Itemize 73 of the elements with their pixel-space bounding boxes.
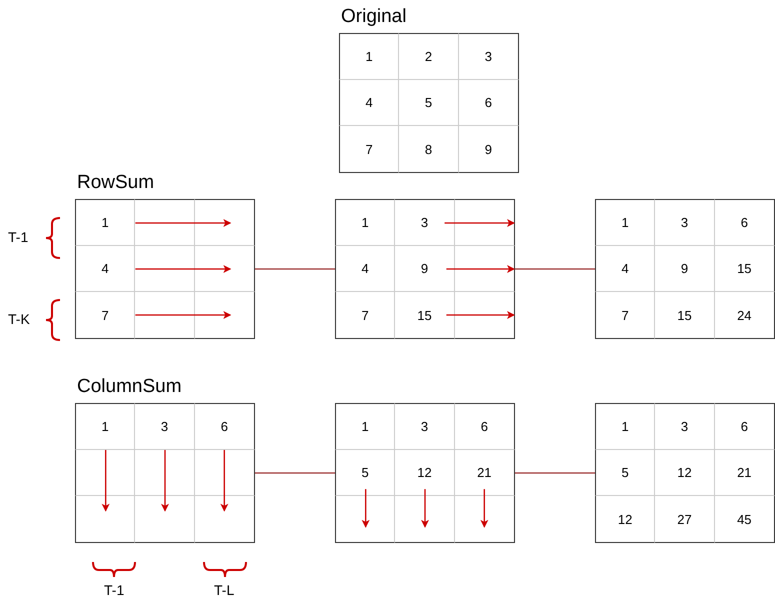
arrow — [446, 265, 515, 273]
arrow — [446, 311, 515, 319]
connector-line — [254, 472, 336, 474]
grid-cell: 3 — [458, 33, 519, 80]
grid-cell: 9 — [395, 246, 455, 292]
arrow — [161, 450, 169, 512]
grid-cell — [75, 450, 136, 496]
bracket-label: T-L — [214, 582, 234, 598]
grid-table — [335, 199, 515, 339]
grid-table — [595, 403, 775, 543]
grid-cell: 27 — [655, 496, 715, 543]
grid-cell: 15 — [714, 246, 775, 292]
grid-cell: 5 — [595, 450, 656, 496]
grid-cell: 1 — [595, 199, 656, 246]
grid-cell: 9 — [458, 126, 519, 173]
grid-cell — [135, 246, 195, 292]
arrow — [135, 265, 232, 273]
grid-cell: 24 — [714, 292, 775, 339]
grid-cell: 1 — [75, 403, 136, 450]
grid-cell — [135, 199, 195, 246]
connector-line — [254, 268, 336, 270]
grid-cell: 4 — [75, 246, 136, 292]
connector-line — [514, 268, 596, 270]
grid-cell: 3 — [135, 403, 195, 450]
arrow — [135, 311, 232, 319]
grid-cell: 3 — [395, 403, 455, 450]
arrow — [102, 450, 110, 512]
grid-cell — [454, 199, 515, 246]
grid-cell: 12 — [395, 450, 455, 496]
table-title: RowSum — [77, 172, 154, 194]
bracket-label: T-1 — [8, 229, 28, 245]
grid-cell: 6 — [458, 80, 519, 126]
grid-cell: 5 — [399, 80, 459, 126]
grid-cell: 3 — [395, 199, 455, 246]
grid-cell: 6 — [714, 199, 775, 246]
grid-cell: 15 — [395, 292, 455, 339]
grid-cell: 1 — [335, 403, 396, 450]
grid-cell: 8 — [399, 126, 459, 173]
grid-cell: 1 — [595, 403, 656, 450]
grid-cell: 5 — [335, 450, 396, 496]
grid-cell: 3 — [655, 403, 715, 450]
grid-cell: 1 — [335, 199, 396, 246]
bracket-label: T-K — [8, 311, 30, 327]
bracket-label: T-1 — [104, 582, 124, 598]
grid-cell — [194, 199, 255, 246]
arrow — [421, 489, 429, 528]
table-title: ColumnSum — [77, 376, 182, 398]
grid-cell: 6 — [454, 403, 515, 450]
grid-table — [595, 199, 775, 339]
table-title: Original — [341, 6, 406, 28]
grid-cell: 21 — [714, 450, 775, 496]
grid-cell: 4 — [335, 246, 396, 292]
grid-cell: 9 — [655, 246, 715, 292]
grid-cell — [135, 450, 195, 496]
grid-table — [335, 403, 515, 543]
grid-cell: 6 — [194, 403, 255, 450]
arrow — [135, 219, 232, 227]
arrow — [362, 489, 370, 528]
grid-cell: 4 — [339, 80, 400, 126]
arrow — [220, 450, 228, 512]
grid-cell: 2 — [399, 33, 459, 80]
grid-cell: 45 — [714, 496, 775, 543]
grid-cell: 1 — [75, 199, 136, 246]
grid-cell: 6 — [714, 403, 775, 450]
grid-cell: 3 — [655, 199, 715, 246]
grid-cell: 12 — [655, 450, 715, 496]
grid-cell: 4 — [595, 246, 656, 292]
arrow — [444, 219, 515, 227]
grid-cell: 21 — [454, 450, 515, 496]
grid-cell: 1 — [339, 33, 400, 80]
grid-cell: 15 — [655, 292, 715, 339]
arrow — [480, 489, 488, 528]
connector-line — [514, 472, 596, 474]
